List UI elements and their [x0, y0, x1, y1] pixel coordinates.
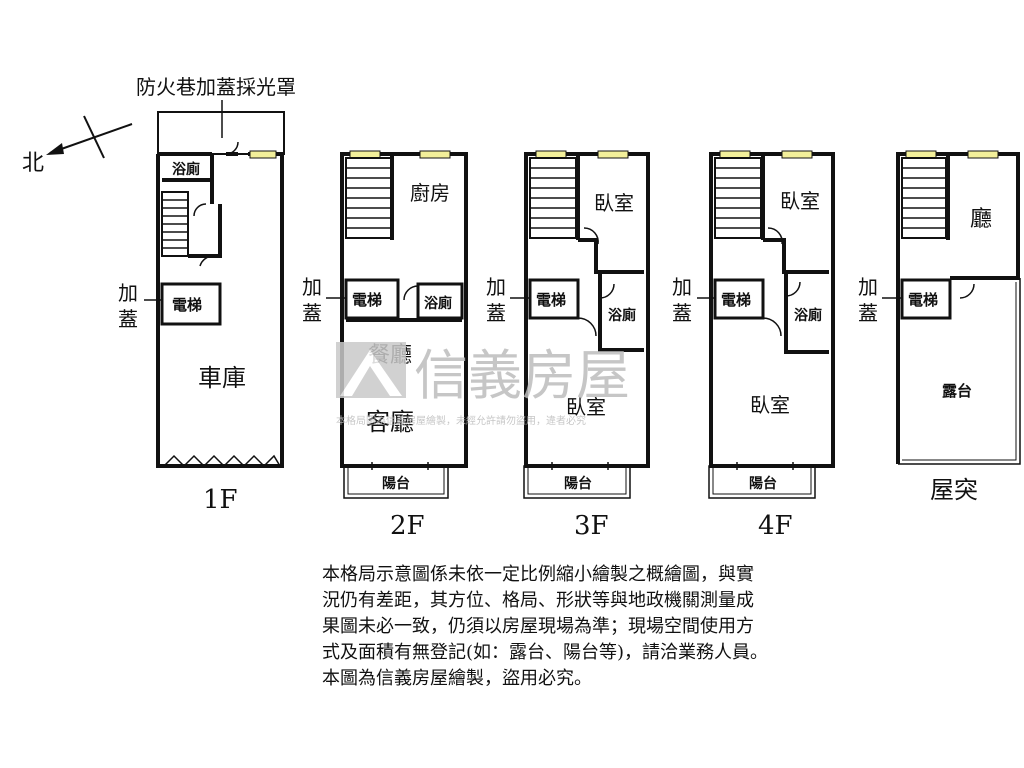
- room-bath-2f: 浴廁: [424, 295, 452, 312]
- window-marker: [781, 150, 813, 159]
- bedroom-top-wall-3f: [578, 238, 644, 274]
- floor-1f: 防火巷加蓋採光罩 浴廁 電梯 加 蓋 車庫 1F: [118, 75, 296, 515]
- elevator-roof: [900, 278, 952, 320]
- skylight-label: 防火巷加蓋採光罩: [136, 75, 296, 99]
- addition-label-2: 蓋: [118, 307, 138, 331]
- room-bedroom-bottom-4f: 臥室: [750, 393, 790, 417]
- door-swing: [599, 283, 615, 299]
- addition-label-2: 蓋: [486, 301, 506, 325]
- window-marker: [719, 150, 751, 159]
- addition-label-1: 加: [302, 275, 322, 299]
- floor-name-3f: 3F: [574, 511, 609, 541]
- room-elevator-3f: 電梯: [536, 291, 566, 309]
- roof-outer-wall: [896, 152, 1020, 464]
- room-elevator-roof: 電梯: [908, 291, 938, 309]
- floor-name-roof: 屋突: [930, 476, 978, 504]
- room-living: 客廳: [366, 408, 414, 436]
- floor-4f: 臥室 電梯 加 蓋 浴廁 臥室 陽台 4F: [672, 150, 835, 541]
- addition-label-1: 加: [486, 275, 506, 299]
- door-swing: [762, 317, 782, 337]
- compass-arrow-head: [46, 143, 64, 155]
- door-swing: [403, 285, 419, 301]
- room-garage: 車庫: [198, 364, 246, 392]
- floor-name-2f: 2F: [390, 511, 425, 541]
- door-swing: [959, 283, 975, 299]
- stair-hall-wall: [188, 204, 222, 258]
- addition-label-2: 蓋: [302, 301, 322, 325]
- window-marker: [419, 150, 451, 159]
- room-bath-1f: 浴廁: [172, 161, 200, 178]
- window-marker: [349, 150, 381, 159]
- addition-label-2: 蓋: [672, 301, 692, 325]
- disclaimer-note: 本格局示意圖係未依一定比例縮小繪製之概繪圖，與實 況仍有差距，其方位、格局、形狀…: [322, 562, 862, 692]
- room-bedroom-top-4f: 臥室: [780, 189, 820, 213]
- door-swing: [785, 281, 801, 297]
- disclaimer-line: 本格局示意圖係未依一定比例縮小繪製之概繪圖，與實: [322, 564, 754, 585]
- window-marker: [535, 150, 567, 159]
- room-terrace: 露台: [942, 382, 972, 400]
- door-swing: [225, 141, 239, 155]
- addition-label-1: 加: [672, 275, 692, 299]
- room-bath-4f: 浴廁: [794, 307, 822, 324]
- north-compass: 北: [22, 115, 133, 176]
- bath-wall-4f: [784, 272, 829, 354]
- door-swing: [193, 203, 207, 217]
- compass-cross-line: [83, 115, 105, 159]
- room-elevator-4f: 電梯: [721, 291, 751, 309]
- watermark-logo: [336, 342, 406, 398]
- watermark-brand: 信義房屋: [414, 344, 630, 407]
- elevator-4f: [713, 278, 765, 320]
- door-swing: [767, 227, 783, 245]
- compass-arrow-line: [49, 123, 133, 154]
- watermark: 信義房屋 本格局圖為信義房屋繪製，未經允許請勿盜用，違者必究: [336, 342, 630, 427]
- skylight-outline: [157, 111, 285, 155]
- disclaimer-line: 況仍有差距，其方位、格局、形狀等與地政機關測量成: [322, 590, 754, 611]
- disclaimer-line: 式及面積有無登記(如：露台、陽台等)，請洽業務人員。: [322, 642, 769, 663]
- floor-3f: 臥室 電梯 加 蓋 浴廁 臥室 陽台 3F: [486, 150, 650, 541]
- floor-name-1f: 1F: [203, 485, 238, 515]
- bedroom-top-wall-4f: [763, 238, 829, 274]
- door-swing: [199, 255, 215, 267]
- north-label: 北: [22, 151, 44, 176]
- terrace-outline: [898, 278, 1021, 465]
- elevator-1f: [160, 282, 222, 326]
- window-marker: [249, 150, 277, 159]
- room-elevator-2f: 電梯: [352, 291, 382, 309]
- room-bedroom-bottom-3f: 臥室: [566, 395, 606, 419]
- room-balcony-3f: 陽台: [564, 475, 592, 492]
- bath-wall: [162, 154, 214, 204]
- garage-door-zigzag: [163, 454, 281, 468]
- window-marker: [967, 150, 999, 159]
- disclaimer-line: 果圖未必一致，仍須以房屋現場為準；現場空間使用方: [322, 616, 754, 637]
- elevator-3f: [528, 278, 580, 320]
- door-swing: [583, 227, 599, 245]
- watermark-subtitle: 本格局圖為信義房屋繪製，未經允許請勿盜用，違者必究: [336, 414, 586, 427]
- room-elevator-1f: 電梯: [172, 296, 202, 314]
- room-kitchen: 廚房: [410, 181, 450, 205]
- addition-label-1: 加: [118, 281, 138, 305]
- room-bedroom-top-3f: 臥室: [594, 191, 634, 215]
- room-bath-3f: 浴廁: [608, 307, 636, 324]
- disclaimer-line: 本圖為信義房屋繪製，盜用必究。: [322, 668, 592, 689]
- room-balcony-4f: 陽台: [749, 475, 777, 492]
- window-marker: [597, 150, 629, 159]
- floor-roof: 廳 電梯 加 蓋 露台 屋突: [858, 150, 1021, 504]
- addition-label-2: 蓋: [858, 301, 878, 325]
- room-balcony-2f: 陽台: [382, 475, 410, 492]
- room-hall: 廳: [970, 207, 992, 232]
- door-swing: [577, 317, 597, 337]
- addition-label-1: 加: [858, 275, 878, 299]
- window-marker: [905, 150, 937, 159]
- floor-name-4f: 4F: [758, 511, 793, 541]
